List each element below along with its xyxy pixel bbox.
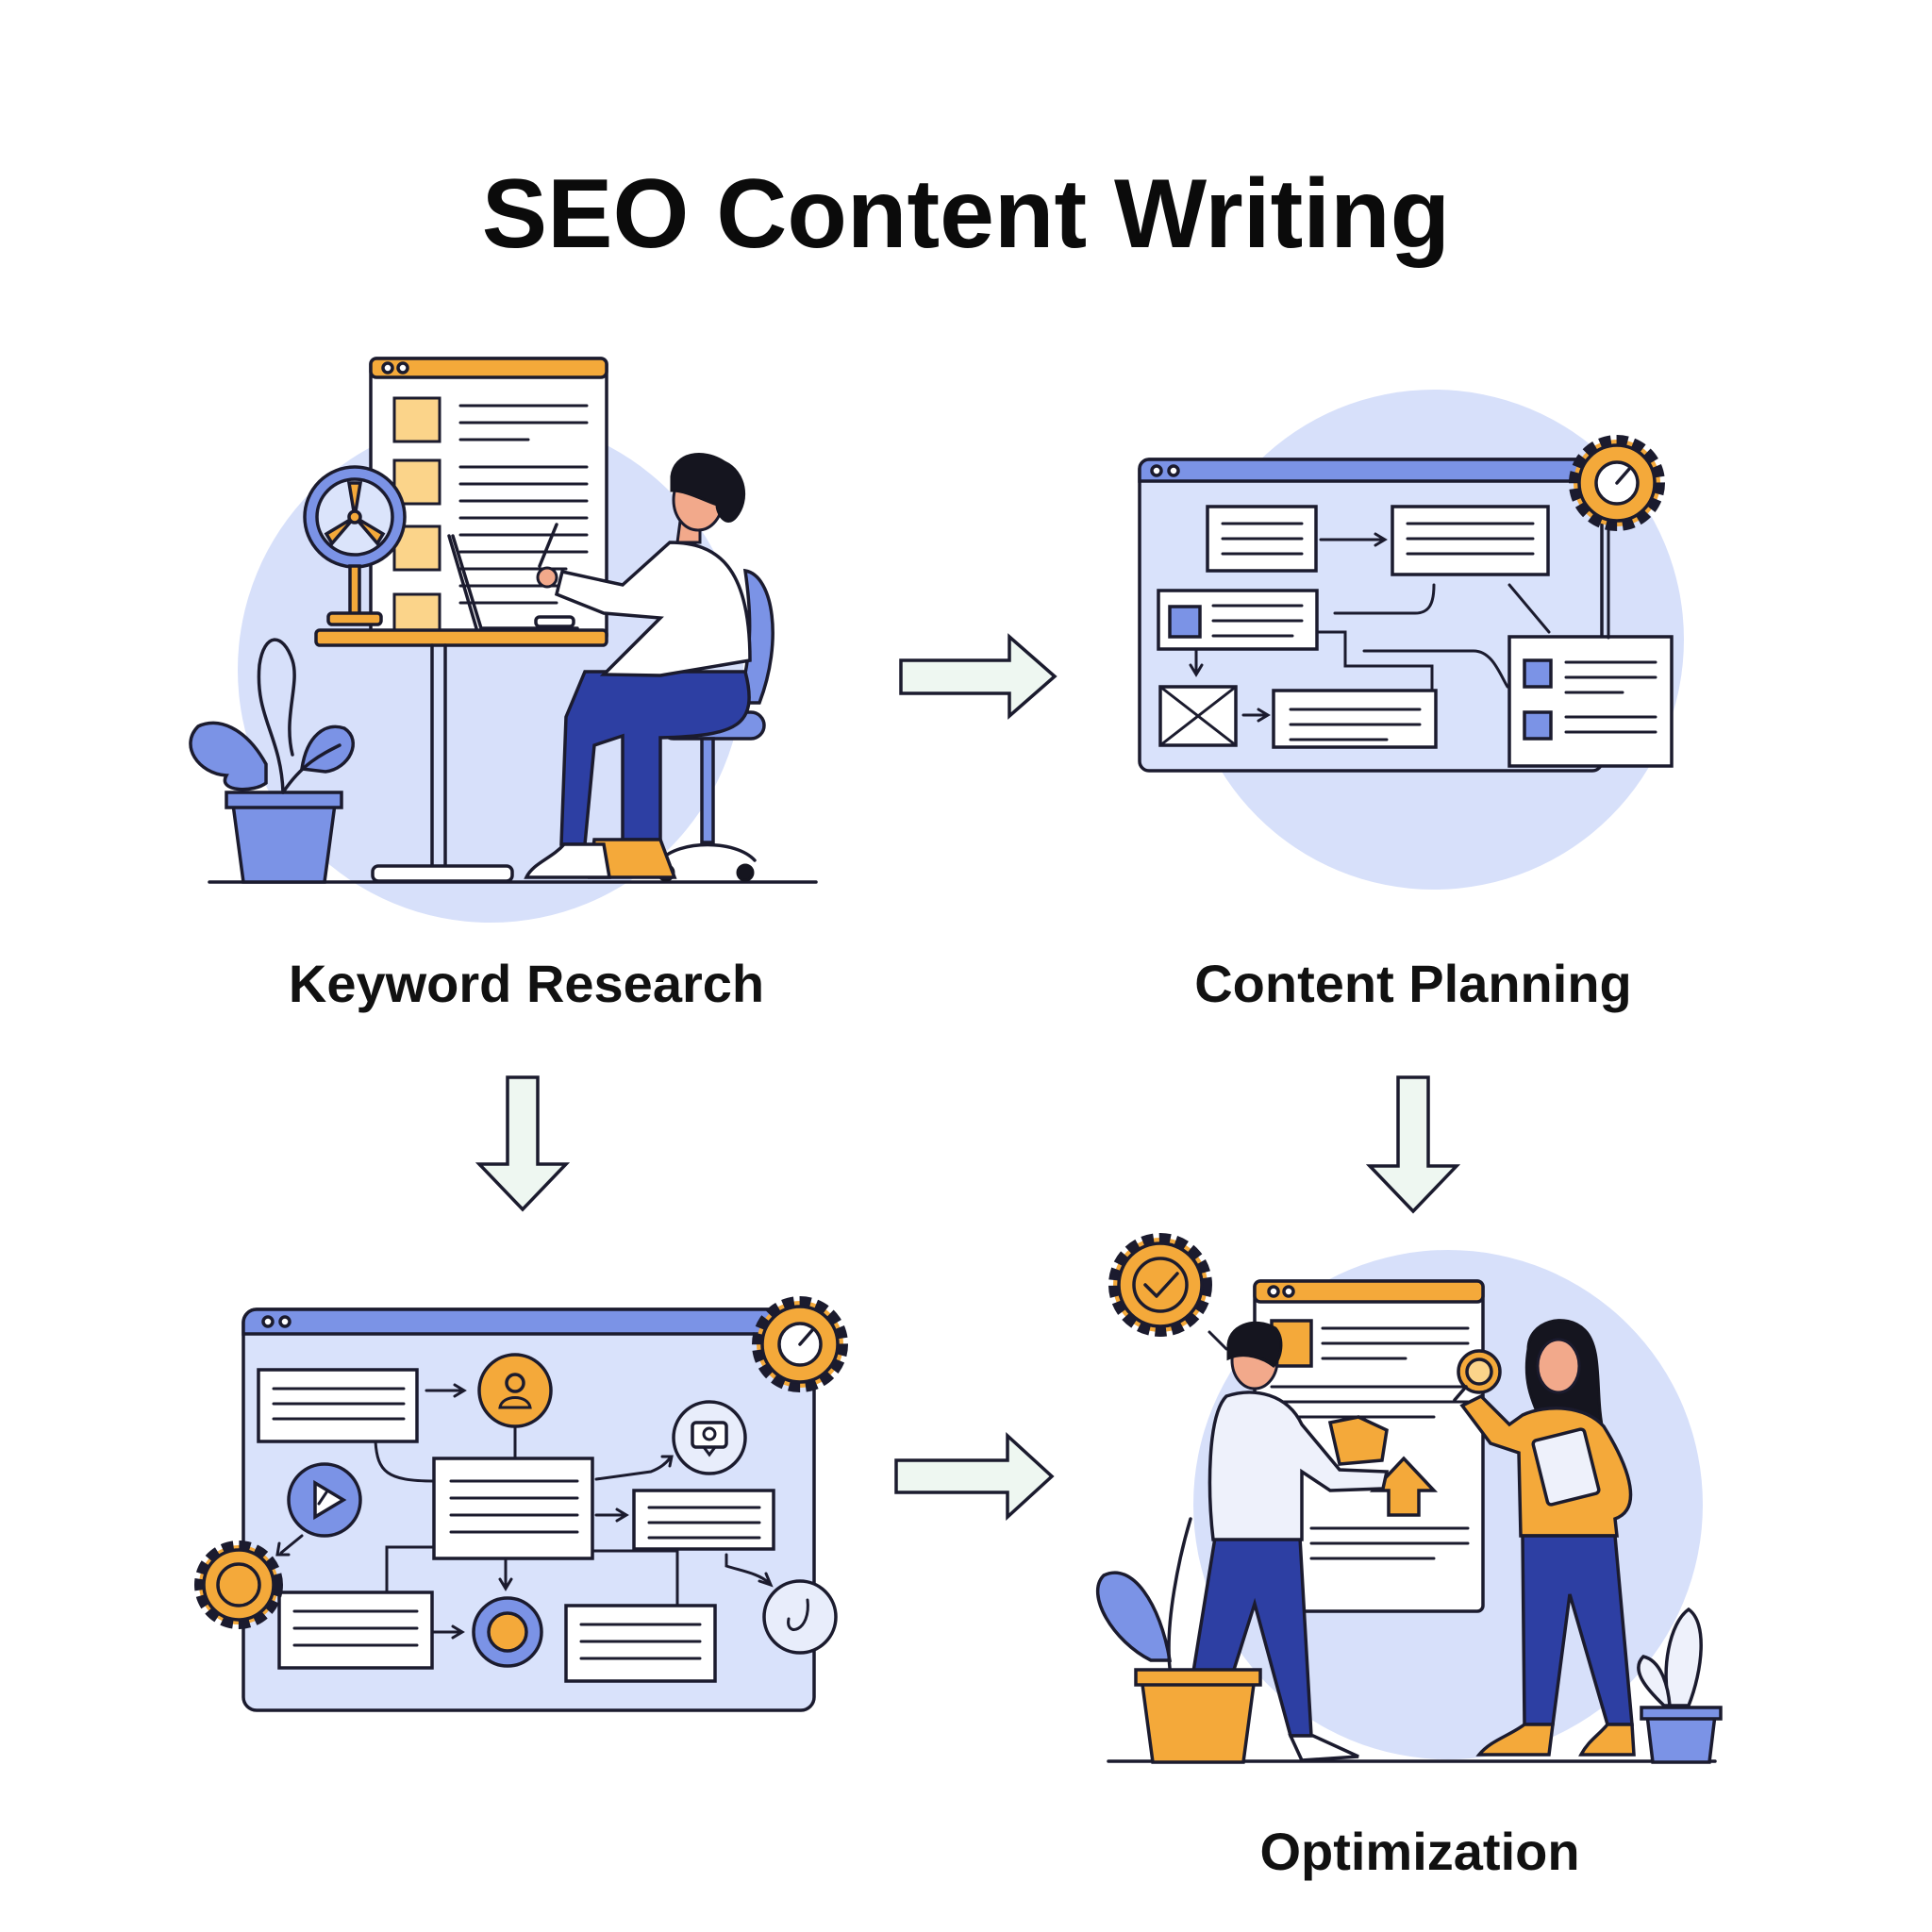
flowchart-window (1138, 458, 1674, 773)
potted-plant (1096, 1517, 1262, 1764)
person-man (1174, 1321, 1390, 1762)
play-icon (287, 1462, 362, 1538)
arrow-right-icon (894, 1432, 1055, 1521)
gear-icon (194, 1541, 283, 1629)
step-label: Content Planning (1194, 954, 1632, 1013)
arrow-down-icon (1365, 1075, 1461, 1214)
person-writer (524, 453, 752, 879)
gear-icon (752, 1296, 848, 1392)
content-map-window (242, 1307, 816, 1712)
potted-plant (189, 638, 355, 884)
page-title: SEO Content Writing (482, 159, 1450, 269)
user-icon (477, 1353, 553, 1428)
target-icon (472, 1596, 543, 1668)
desk-fan (303, 465, 407, 626)
step-content-planning: Content Planning (1138, 390, 1684, 1013)
arrow-right-icon (899, 633, 1058, 720)
step-content-map (194, 1296, 848, 1712)
step-keyword-research: Keyword Research (189, 357, 818, 1013)
step-label: Optimization (1259, 1822, 1579, 1881)
chat-icon (672, 1400, 747, 1475)
step-label: Keyword Research (289, 954, 764, 1013)
magnifier-icon (1453, 1349, 1502, 1402)
person-woman (1453, 1319, 1636, 1757)
small-plant (1637, 1607, 1723, 1764)
arrow-down-icon (475, 1075, 571, 1212)
step-optimization: Optimization (1096, 1233, 1723, 1881)
hook-icon (762, 1579, 838, 1655)
checkmark-badge-icon (1108, 1233, 1228, 1351)
gear-icon (1569, 435, 1665, 531)
